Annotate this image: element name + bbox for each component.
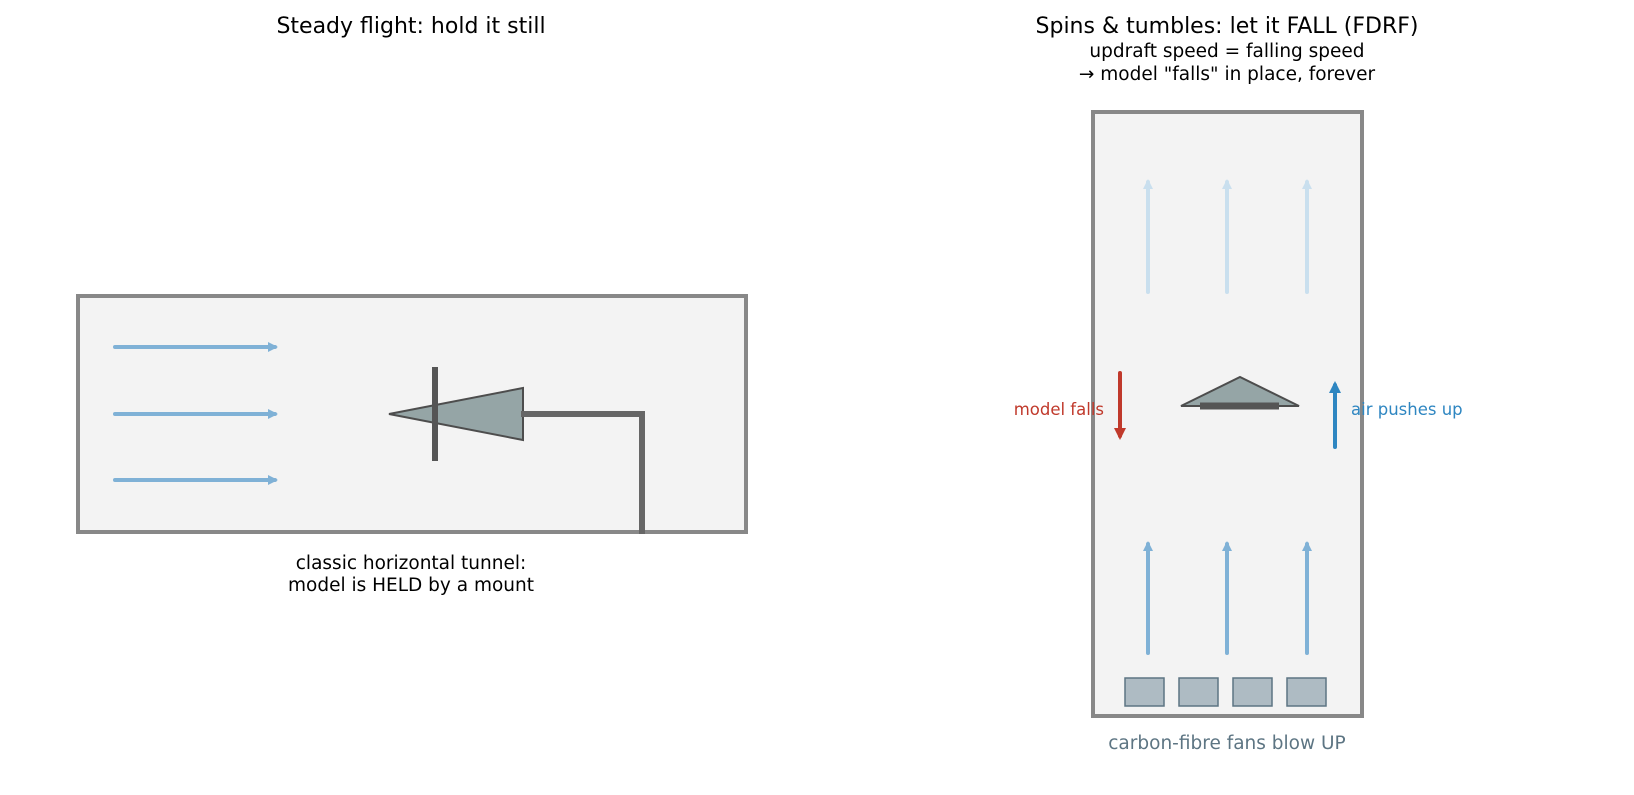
fan-unit — [1178, 677, 1219, 707]
model-mount — [521, 411, 645, 534]
model-falls-label: model falls — [1014, 400, 1104, 419]
left-caption-line1: classic horizontal tunnel: — [296, 553, 526, 574]
horizontal-tunnel-panel: Steady flight: hold it still classic hor… — [76, 14, 748, 596]
right-panel-title: Spins & tumbles: let it FALL (FDRF) — [1036, 14, 1419, 39]
fan-unit — [1286, 677, 1327, 707]
air-pushes-up-label: air pushes up — [1351, 400, 1463, 419]
fans-caption: carbon-fibre fans blow UP — [1108, 733, 1345, 754]
fan-unit — [1232, 677, 1273, 707]
right-subtitle-line2: → model "falls" in place, forever — [1079, 64, 1376, 85]
left-caption-line2: model is HELD by a mount — [288, 575, 534, 596]
vertical-tunnel-panel: Spins & tumbles: let it FALL (FDRF) updr… — [1014, 14, 1463, 754]
left-panel-title: Steady flight: hold it still — [276, 14, 545, 39]
right-subtitle-line1: updraft speed = falling speed — [1089, 41, 1364, 62]
fan-unit — [1124, 677, 1165, 707]
